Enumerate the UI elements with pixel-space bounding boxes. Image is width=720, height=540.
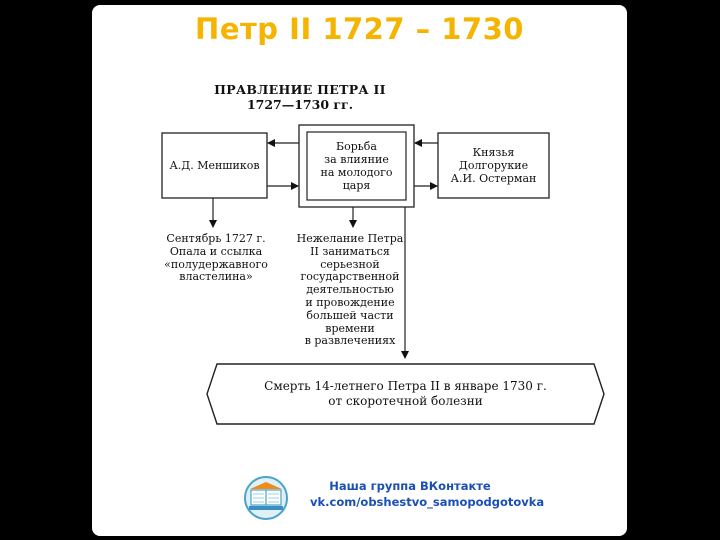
footer-line-2[interactable]: vk.com/obshestvo_samopodgotovka: [310, 495, 545, 509]
right-box-frame: [437, 132, 550, 199]
diagram-title: ПРАВЛЕНИЕ ПЕТРА II 1727—1730 гг.: [170, 82, 430, 112]
bottom-box-line-2: от скоротечной болезни: [328, 394, 483, 408]
center-note-line-7: большей части: [306, 308, 394, 322]
left-box-menshikov: А.Д. Меншиков: [162, 133, 267, 198]
center-box-struggle: Борьба за влияние на молодого царя: [307, 132, 406, 200]
center-box-line-3: на молодого: [320, 166, 393, 179]
right-box-line-3: А.И. Остерман: [450, 172, 537, 185]
left-note-line-1: Сентябрь 1727 г.: [166, 232, 266, 245]
center-note-line-5: деятельностью: [306, 283, 394, 297]
left-note: Сентябрь 1727 г. Опала и ссылка «полудер…: [160, 232, 272, 284]
center-box-line-4: царя: [342, 179, 371, 192]
center-box-line-1: Борьба: [336, 140, 377, 153]
left-note-line-3: «полудержавного: [164, 257, 268, 271]
footer-line-1: Наша группа ВКонтакте: [329, 479, 491, 493]
center-note: Нежелание Петра II заниматься серьезной …: [294, 232, 406, 348]
diagram-title-line-2: 1727—1730 гг.: [246, 97, 354, 112]
center-note-line-9: в развлечениях: [304, 334, 396, 348]
right-box-line-1: Князья: [472, 146, 515, 159]
center-box-line-2: за влияние: [324, 153, 389, 166]
center-note-line-4: государственной: [300, 270, 400, 284]
diagram-title-line-1: ПРАВЛЕНИЕ ПЕТРА II: [214, 82, 386, 97]
book-logo-icon: [244, 476, 288, 520]
bottom-box-death: Смерть 14-летнего Петра II в январе 1730…: [217, 364, 594, 424]
bottom-box-line-1: Смерть 14-летнего Петра II в январе 1730…: [264, 379, 547, 393]
footer-link[interactable]: Наша группа ВКонтакте vk.com/obshestvo_s…: [310, 478, 545, 510]
right-box-line-2: Долгорукие: [458, 159, 529, 172]
slide-title: Петр II 1727 – 1730: [195, 12, 524, 46]
left-box-label: А.Д. Меншиков: [169, 159, 260, 172]
left-box-frame: [161, 132, 268, 199]
center-note-line-1: Нежелание Петра: [296, 232, 404, 245]
center-box-inner: [306, 131, 407, 201]
center-note-line-2: II заниматься: [310, 244, 390, 258]
center-note-line-6: и провождение: [305, 295, 395, 309]
left-note-line-2: Опала и ссылка: [169, 244, 263, 258]
slide: [92, 5, 627, 536]
bottom-box-frame: [206, 363, 605, 425]
center-note-line-8: времени: [325, 321, 375, 335]
center-note-line-3: серьезной: [320, 257, 380, 271]
right-box-dolgorukie: Князья Долгорукие А.И. Остерман: [438, 133, 549, 198]
left-note-line-4: властелина»: [179, 270, 253, 284]
